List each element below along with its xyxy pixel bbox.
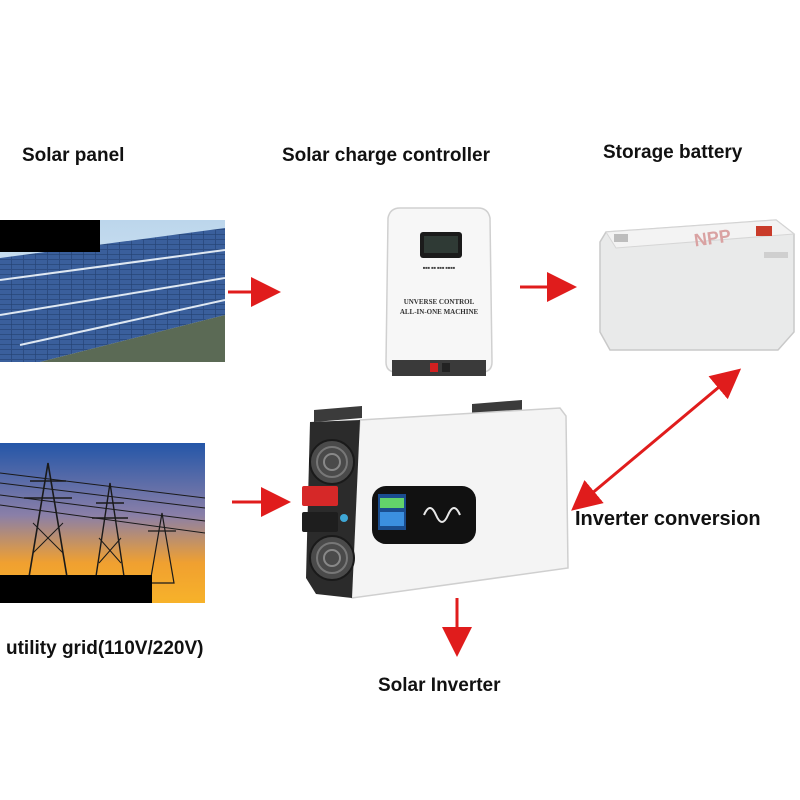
- charge-controller-label: Solar charge controller: [282, 145, 491, 166]
- solar-panel-image: [0, 220, 225, 362]
- solar-panel-label: Solar panel: [22, 145, 125, 166]
- charge-controller-image: ■■■ ■■ ■■■ ■■■■ UNVERSE CONTROL ALL-IN-O…: [380, 200, 498, 380]
- storage-battery-label: Storage battery: [603, 142, 743, 163]
- solar-inverter-label: Solar Inverter: [378, 675, 501, 696]
- svg-text:■■■ ■■ ■■■ ■■■■: ■■■ ■■ ■■■ ■■■■: [423, 265, 456, 270]
- controller-text-line2: ALL-IN-ONE MACHINE: [399, 308, 479, 316]
- utility-grid-image: [0, 443, 205, 603]
- controller-text-line1: UNVERSE CONTROL: [403, 298, 475, 306]
- arrow-battery-inverter-bidirectional: [571, 368, 742, 511]
- solar-inverter-image: [302, 400, 569, 599]
- utility-grid-label: utility grid(110V/220V): [6, 638, 204, 659]
- storage-battery-image: NPP: [596, 212, 796, 352]
- inverter-conversion-label: Inverter conversion: [575, 508, 761, 530]
